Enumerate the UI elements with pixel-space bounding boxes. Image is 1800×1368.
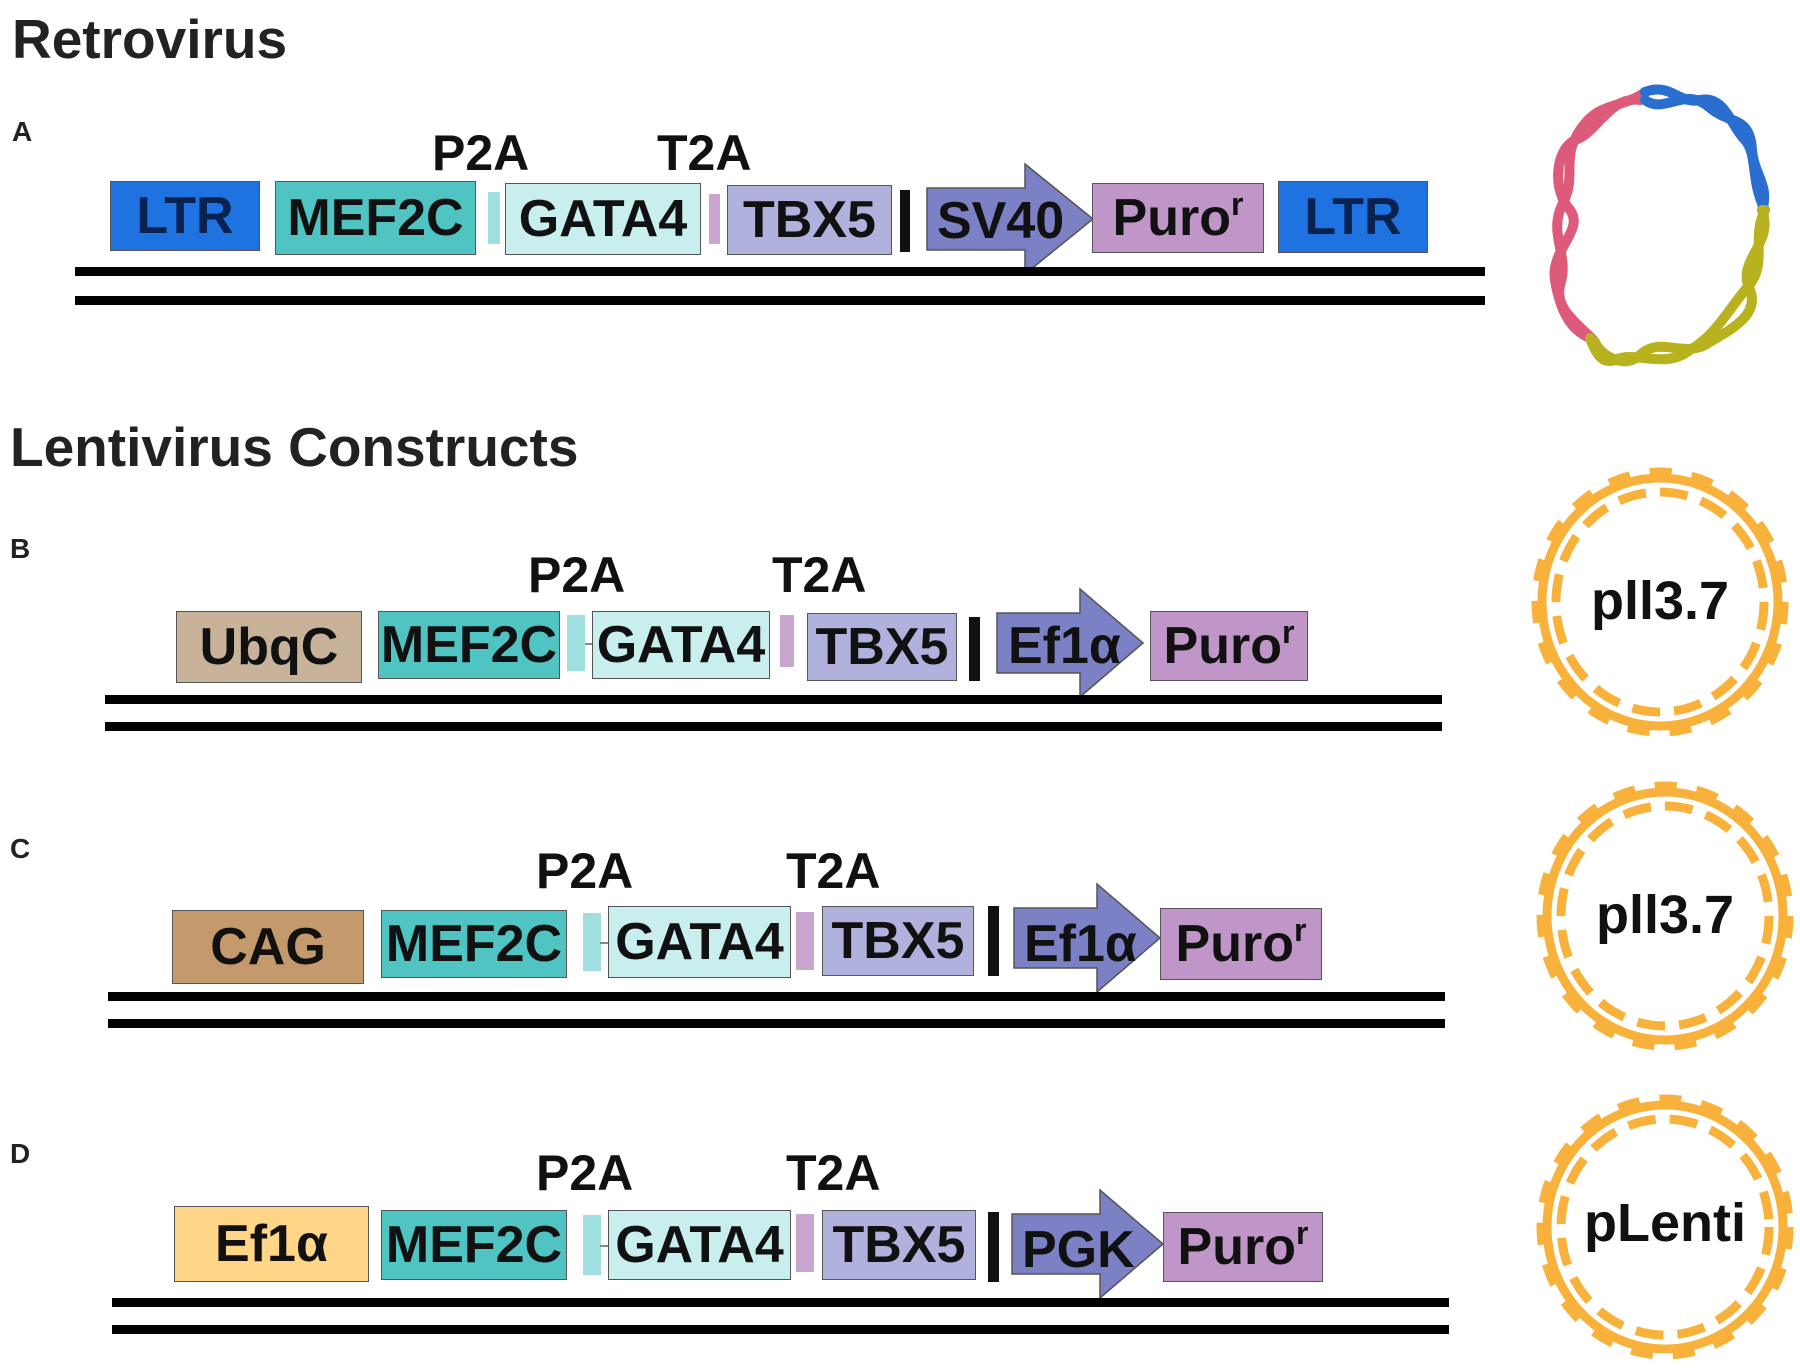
tbx5-box: TBX5 — [807, 613, 957, 681]
p2a-label: P2A — [536, 1145, 634, 1201]
panel-letter: A — [12, 116, 33, 147]
dna-strand-top — [112, 1298, 1449, 1307]
t2a-linker — [709, 194, 720, 244]
connector — [600, 942, 610, 944]
retrovirus-title: Retrovirus — [12, 8, 288, 70]
puro-superscript: r — [1282, 614, 1295, 650]
stop-bar — [969, 617, 980, 681]
p2a-linker — [488, 192, 500, 244]
pgk-promoter-arrow — [1011, 1188, 1165, 1300]
plasmid-label: pll3.7 — [1595, 885, 1735, 945]
p2a-linker — [583, 913, 601, 971]
tbx5-box: TBX5 — [822, 1210, 976, 1280]
p2a-linker — [583, 1215, 601, 1275]
puro-label: Puro — [1175, 915, 1294, 973]
t2a-label: T2A — [657, 125, 752, 181]
tbx5-box: TBX5 — [727, 185, 892, 255]
ef1a-promoter-box: Ef1α — [174, 1206, 369, 1282]
lentivirus-title: Lentivirus Constructs — [10, 416, 579, 478]
ef1a-promoter-arrow — [1013, 882, 1162, 994]
dna-strand-bottom — [112, 1325, 1449, 1334]
ef1a-promoter-arrow — [996, 587, 1145, 699]
retroviral-plasmid-icon — [1549, 84, 1770, 367]
connector — [600, 1245, 610, 1247]
dna-strand-bottom — [105, 722, 1442, 731]
panel-letter: C — [10, 833, 31, 864]
mef2c-box: MEF2C — [381, 1210, 567, 1280]
stop-bar — [988, 1212, 999, 1282]
dna-strand-top — [75, 267, 1485, 276]
plasmid-label: pll3.7 — [1590, 571, 1730, 631]
dna-strand-bottom — [108, 1019, 1445, 1028]
t2a-label: T2A — [772, 547, 867, 603]
mef2c-box: MEF2C — [275, 181, 476, 255]
ltr-left-box: LTR — [110, 181, 260, 251]
panel-letter: D — [10, 1138, 31, 1169]
t2a-linker — [796, 912, 814, 970]
mef2c-box: MEF2C — [381, 910, 567, 978]
puro-superscript: r — [1294, 912, 1307, 948]
stop-bar — [988, 906, 999, 976]
sv40-label: SV40 — [937, 192, 1065, 250]
ubqc-promoter-box: UbqC — [176, 611, 362, 683]
plasmid-label: pLenti — [1584, 1193, 1746, 1253]
p2a-label: P2A — [536, 843, 634, 899]
plasmid-icon — [1531, 467, 1789, 737]
sv40-promoter-arrow — [926, 162, 1095, 276]
cag-promoter-box: CAG — [172, 910, 364, 984]
p2a-label: P2A — [528, 547, 626, 603]
gata4-box: GATA4 — [608, 906, 791, 978]
panel-letter: B — [10, 533, 31, 564]
puro-superscript: r — [1296, 1215, 1309, 1251]
t2a-label: T2A — [786, 843, 881, 899]
puro-superscript: r — [1231, 186, 1244, 222]
dna-strand-bottom — [75, 296, 1485, 305]
p2a-label: P2A — [432, 125, 530, 181]
ef1a-label: Ef1α — [1024, 915, 1137, 973]
puro-label: Puro — [1177, 1218, 1296, 1276]
pgk-label: PGK — [1022, 1221, 1135, 1279]
stop-bar — [900, 190, 910, 252]
puro-label: Puro — [1112, 189, 1231, 247]
connector — [585, 643, 595, 645]
tbx5-box: TBX5 — [822, 906, 974, 976]
mef2c-box: MEF2C — [378, 611, 560, 679]
plasmid-icon — [1536, 781, 1794, 1051]
t2a-linker — [780, 615, 794, 667]
p2a-linker — [567, 615, 585, 671]
dna-strand-top — [108, 992, 1445, 1001]
puro-label: Puro — [1163, 617, 1282, 675]
gata4-box: GATA4 — [608, 1210, 791, 1280]
gata4-box: GATA4 — [505, 183, 701, 255]
dna-strand-top — [105, 695, 1442, 704]
plasmid-icon — [1536, 1094, 1794, 1360]
t2a-label: T2A — [786, 1145, 881, 1201]
ltr-right-box: LTR — [1278, 181, 1428, 253]
t2a-linker — [796, 1214, 814, 1272]
ef1a-label: Ef1α — [1008, 617, 1121, 675]
gata4-box: GATA4 — [592, 611, 770, 679]
